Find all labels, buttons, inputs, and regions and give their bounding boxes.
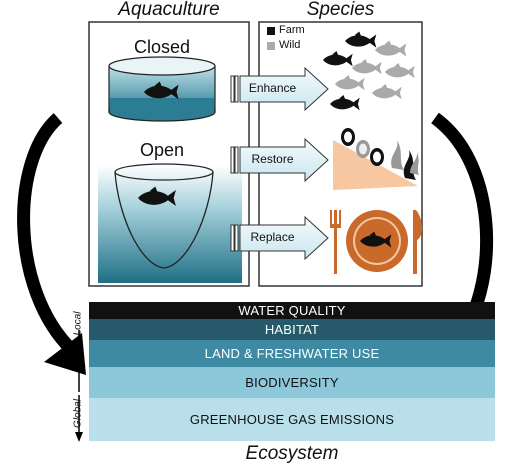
open-net-pen [98,163,242,283]
oyster-reef [333,128,419,190]
replace-label: Replace [250,230,295,244]
wild-swatch [267,42,275,50]
plate-with-fish [330,210,423,274]
local-label: Local [72,311,84,336]
global-label: Global [72,399,84,428]
enhance-label: Enhance [248,81,297,95]
local-global-axis [75,330,83,442]
open-label: Open [139,140,185,160]
enhance-arrow [230,66,329,112]
eco-layer-ghg-emissions: GREENHOUSE GAS EMISSIONS [89,398,495,441]
replace-arrow [230,215,329,261]
restore-label: Restore [251,152,294,166]
eco-layer-habitat: HABITAT [89,319,495,340]
eco-layer-water-quality: WATER QUALITY [89,302,495,319]
legend-wild-label: Wild [279,39,301,51]
species-header: Species [306,0,375,20]
aquaculture-header: Aquaculture [118,0,220,20]
eco-layer-biodiversity: BIODIVERSITY [89,367,495,398]
farm-swatch [267,27,275,35]
restore-arrow [230,137,329,183]
left-curved-arrow [17,113,86,375]
closed-label: Closed [133,37,191,57]
legend-farm-label: Farm [279,24,305,36]
ecosystem-header: Ecosystem [245,443,339,464]
closed-tank [108,56,216,122]
eco-layer-land-freshwater-use: LAND & FRESHWATER USE [89,340,495,367]
